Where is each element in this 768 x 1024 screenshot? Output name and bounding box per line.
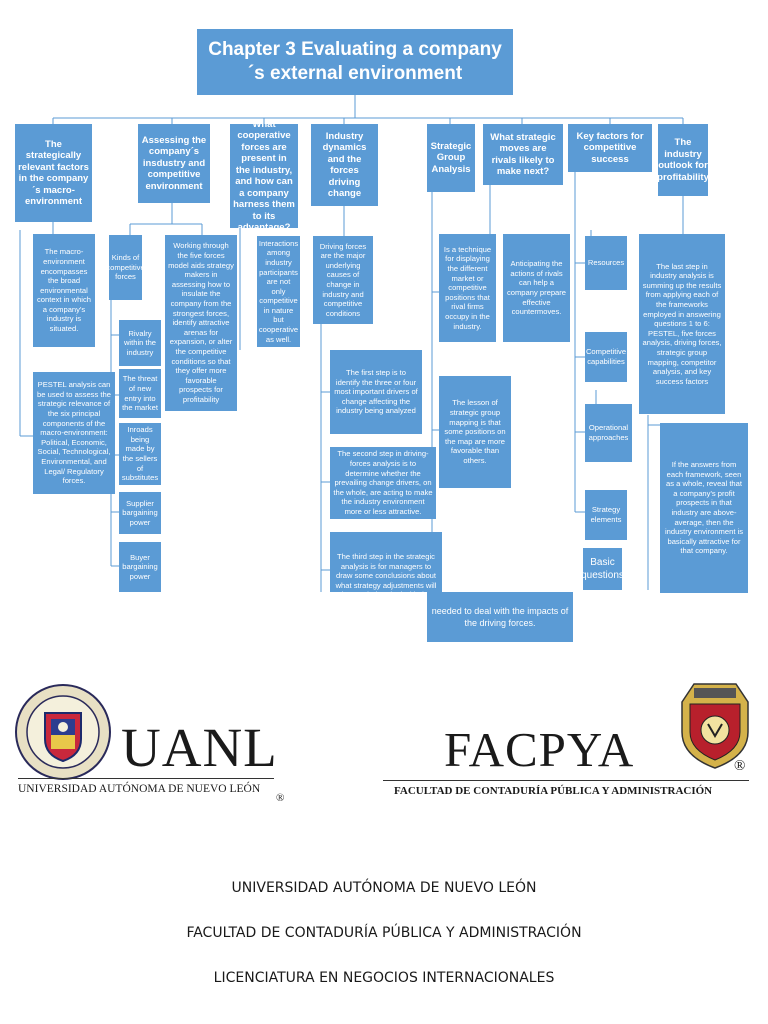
header-macro-environment: The strategically relevant factors in th…	[15, 124, 92, 222]
diagram-title: Chapter 3 Evaluating a company´s externa…	[197, 29, 513, 95]
key-factor-strategy-elements: Strategy elements	[585, 490, 627, 540]
framework-answers: If the answers from each framework, seen…	[660, 423, 748, 593]
force-buyer-power: Buyer bargaining power	[119, 542, 161, 592]
facpya-rule	[383, 780, 749, 781]
five-forces-model: Working through the five forces model ai…	[165, 235, 237, 411]
key-factor-competitive-capabilities: Competitive capabilities	[585, 332, 627, 382]
header-industry-outlook: The industry outlook for profitability	[658, 124, 708, 196]
kinds-of-competitive-forces: Kinds of competitive forces	[109, 235, 142, 300]
header-cooperative-forces: What cooperative forces are present in t…	[230, 124, 298, 228]
force-rivalry: Rivalry within the industry	[119, 320, 161, 366]
facpya-name: FACPYA	[444, 722, 635, 777]
industry-analysis-last-step: The last step in industry analysis is su…	[639, 234, 725, 414]
facpya-shield-icon	[681, 683, 749, 769]
header-industry-competitive: Assessing the company´s insdustry and co…	[138, 124, 210, 203]
footer-faculty: FACULTAD DE CONTADURÍA PÚBLICA Y ADMINIS…	[186, 925, 582, 941]
force-supplier-power: Supplier bargaining power	[119, 492, 161, 534]
facpya-full-name: FACULTAD DE CONTADURÍA PÚBLICA Y ADMINIS…	[394, 785, 713, 797]
strategic-group-lesson: The lesson of strategic group mapping is…	[439, 376, 511, 488]
header-industry-dynamics: Industry dynamics and the forces driving…	[311, 124, 378, 206]
uanl-rule	[18, 778, 274, 779]
basic-questions: Basic questions	[583, 548, 622, 590]
key-factor-operational-approaches: Operational approaches	[585, 404, 632, 462]
uanl-full-name: UNIVERSIDAD AUTÓNOMA DE NUEVO LEÓN	[18, 783, 261, 795]
header-strategic-group: Strategic Group Analysis	[427, 124, 475, 192]
footer-university: UNIVERSIDAD AUTÓNOMA DE NUEVO LEÓN	[231, 880, 537, 896]
driving-forces-step-1: The first step is to identify the three …	[330, 350, 422, 434]
uanl-name: UANL	[121, 717, 278, 778]
strategic-group-technique: Is a technique for displaying the differ…	[439, 234, 496, 342]
header-key-factors: Key factors for competitive success	[568, 124, 652, 172]
force-new-entry: The threat of new entry into the market	[119, 369, 161, 418]
macro-environment-description: The macro-environment encompasses the br…	[33, 234, 95, 347]
driving-forces-definition: Driving forces are the major underlying …	[313, 236, 373, 324]
key-factor-resources: Resources	[585, 236, 627, 290]
uanl-registered-mark: ®	[276, 792, 285, 804]
footer-degree: LICENCIATURA EN NEGOCIOS INTERNACIONALES	[213, 970, 555, 986]
facpya-registered-mark: ®	[734, 758, 746, 774]
header-strategic-moves: What strategic moves are rivals likely t…	[483, 124, 563, 185]
anticipating-rivals: Anticipating the actions of rivals can h…	[503, 234, 570, 342]
interactions-participants: Interactions among industry participants…	[257, 236, 300, 347]
uanl-seal-icon	[15, 684, 111, 780]
pestel-analysis: PESTEL analysis can be used to assess th…	[33, 372, 115, 494]
driving-forces-step-2: The second step in driving-forces analys…	[330, 447, 436, 519]
driving-forces-step-3: The third step in the strategic analysis…	[330, 532, 442, 592]
driving-forces-step-3-overflow: needed to deal with the impacts of the d…	[427, 592, 573, 642]
force-substitutes: Inroads being made by the sellers of sub…	[119, 423, 161, 485]
